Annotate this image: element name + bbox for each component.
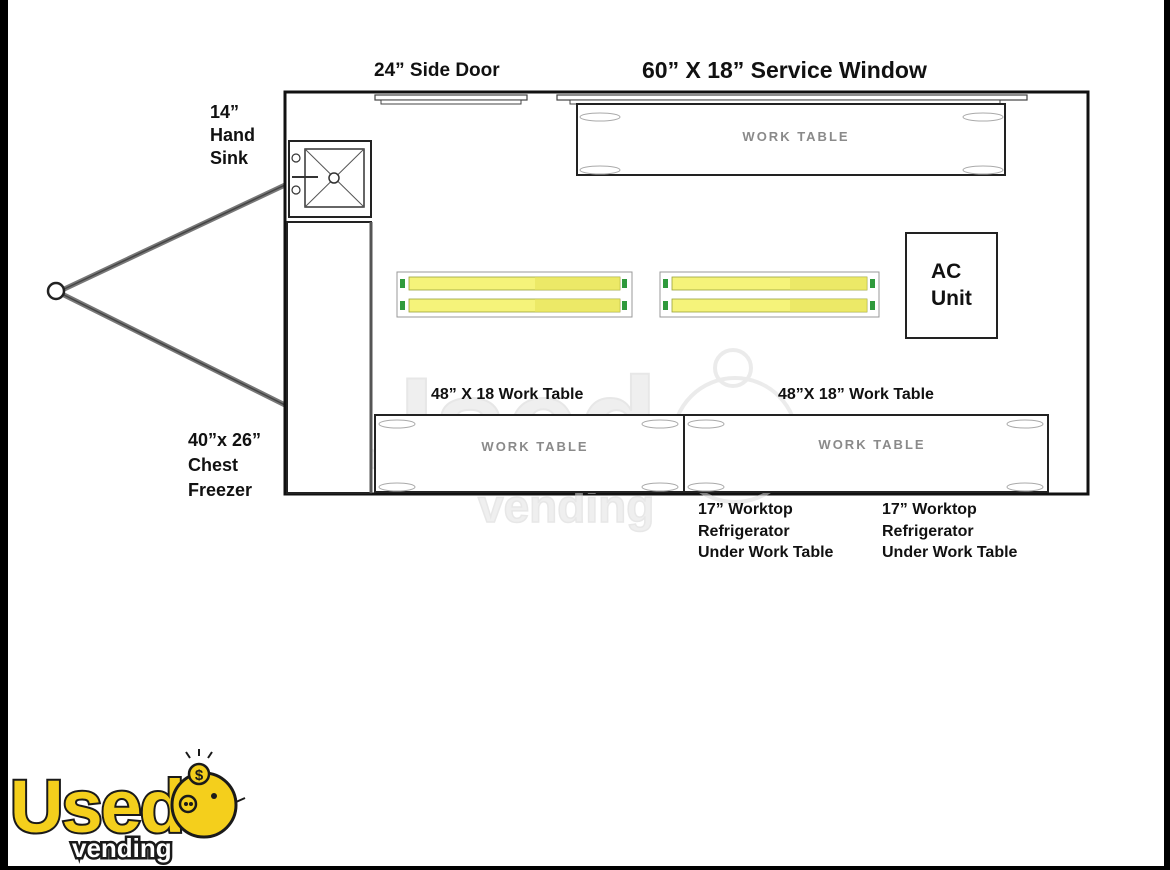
- light-fixture-right: [659, 271, 880, 318]
- trailer-hitch: [46, 182, 287, 408]
- work-table-left: WORK TABLE: [374, 414, 685, 493]
- service-window-label: 60” X 18” Service Window: [642, 57, 927, 83]
- work-table-right: WORK TABLE: [683, 414, 1049, 493]
- work-table-right-label: 48”X 18” Work Table: [778, 386, 934, 403]
- hand-sink: [288, 140, 372, 218]
- coin-icon: [187, 762, 211, 786]
- chest-freezer-label: 40”x 26” Chest Freezer: [188, 430, 262, 500]
- fridge-right-label: 17” Worktop Refrigerator Under Work Tabl…: [882, 501, 1018, 561]
- work-table-text: WORK TABLE: [818, 437, 925, 452]
- used-vending-logo: Used vending $: [8, 749, 246, 865]
- ac-unit: [905, 232, 998, 339]
- light-fixture-left: [396, 271, 633, 318]
- chest-freezer: [286, 221, 372, 494]
- work-table-text: WORK TABLE: [481, 439, 588, 454]
- hand-sink-label: 14” Hand Sink: [210, 102, 255, 168]
- side-door-label: 24” Side Door: [374, 60, 500, 81]
- logo-coin-symbol: $: [195, 767, 204, 784]
- hitch-coupler: [46, 281, 66, 301]
- logo-brand-text: Used: [10, 765, 183, 848]
- service-window: [556, 94, 1028, 105]
- trailer-outline: [283, 90, 1090, 496]
- work-table-left-label: 48” X 18 Work Table: [431, 386, 584, 403]
- work-table-text: WORK TABLE: [742, 129, 849, 144]
- logo-sub-text: vending: [72, 833, 172, 863]
- side-door: [374, 94, 528, 105]
- work-table-top: WORK TABLE: [576, 103, 1006, 176]
- ac-unit-label: AC Unit: [931, 260, 972, 310]
- fridge-left-label: 17” Worktop Refrigerator Under Work Tabl…: [698, 501, 834, 561]
